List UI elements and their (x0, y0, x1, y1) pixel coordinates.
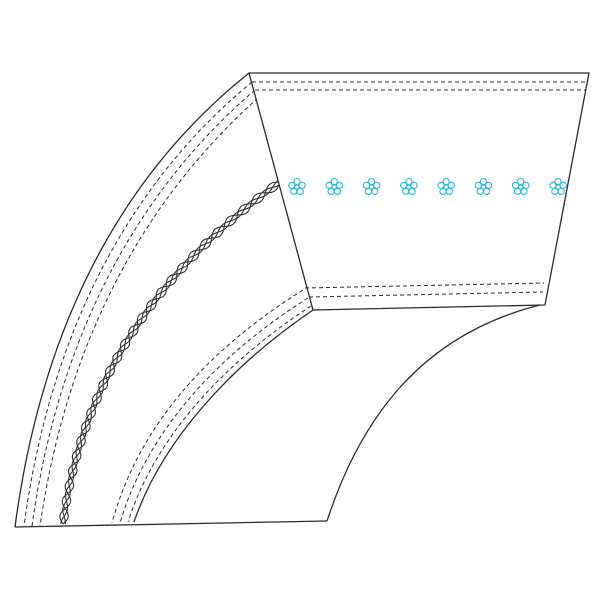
cord-strand-circle (410, 181, 418, 189)
cord-cross-section-icon (400, 177, 418, 196)
inner-layer-dashed-line-3 (127, 305, 312, 523)
cord-strand-circle (549, 181, 557, 189)
cord-cross-section-icon (288, 177, 306, 196)
tension-cord-row (288, 177, 567, 196)
inner-layer-dashed-line-2 (119, 297, 309, 524)
twisted-cord-strand-d (62, 183, 282, 525)
cord-core-circle (443, 184, 449, 190)
cord-core-circle (406, 184, 412, 190)
cord-strand-circle (373, 181, 381, 189)
cord-strand-circle (484, 181, 493, 189)
cord-strand-circle (511, 181, 520, 189)
belt-cross-section (248, 72, 590, 311)
outer-layer-dashed-line-3 (39, 97, 259, 527)
outer-layer-dashed-line-2 (31, 89, 256, 527)
cord-core-circle (331, 184, 338, 190)
cord-cross-section-icon (474, 177, 493, 196)
belt-bottom-edge (14, 520, 328, 528)
twisted-cord (59, 179, 282, 525)
inner-layer-solid-line (133, 309, 314, 523)
cord-strand-circle (447, 181, 455, 189)
cord-core-circle (480, 184, 487, 190)
cord-cross-section-icon (362, 177, 381, 196)
outer-layer-dashed-line-1 (23, 81, 253, 527)
cord-strand-circle (288, 181, 296, 189)
cord-core-circle (368, 184, 375, 190)
belt-outer-edge (14, 72, 250, 528)
cord-strand-circle (522, 181, 530, 189)
cord-strand-circle (298, 181, 306, 189)
cord-core-circle (294, 184, 300, 190)
twisted-cord-strand-b (59, 181, 281, 525)
cord-strand-circle (335, 181, 344, 189)
cord-core-circle (555, 184, 561, 190)
inner-layer-dashed-line-1 (111, 289, 304, 524)
twisted-cord-strand-c (60, 179, 279, 524)
bottom-layer-dashed-line-1 (304, 282, 545, 289)
cord-strand-circle (400, 181, 408, 189)
cord-cross-section-icon (549, 177, 567, 196)
cord-cross-section-icon (511, 177, 530, 196)
cord-strand-circle (437, 181, 445, 189)
cord-cross-section-icon (437, 177, 455, 196)
cord-cross-section-icon (325, 177, 344, 196)
cord-core-circle (517, 184, 524, 190)
cross-section-face (248, 72, 590, 311)
cord-strand-circle (559, 181, 567, 189)
cord-strand-circle (474, 181, 482, 189)
cord-strand-circle (362, 181, 371, 189)
belt-inner-edge (326, 304, 541, 522)
belt-side-body (14, 72, 541, 528)
cord-strand-circle (325, 181, 333, 189)
